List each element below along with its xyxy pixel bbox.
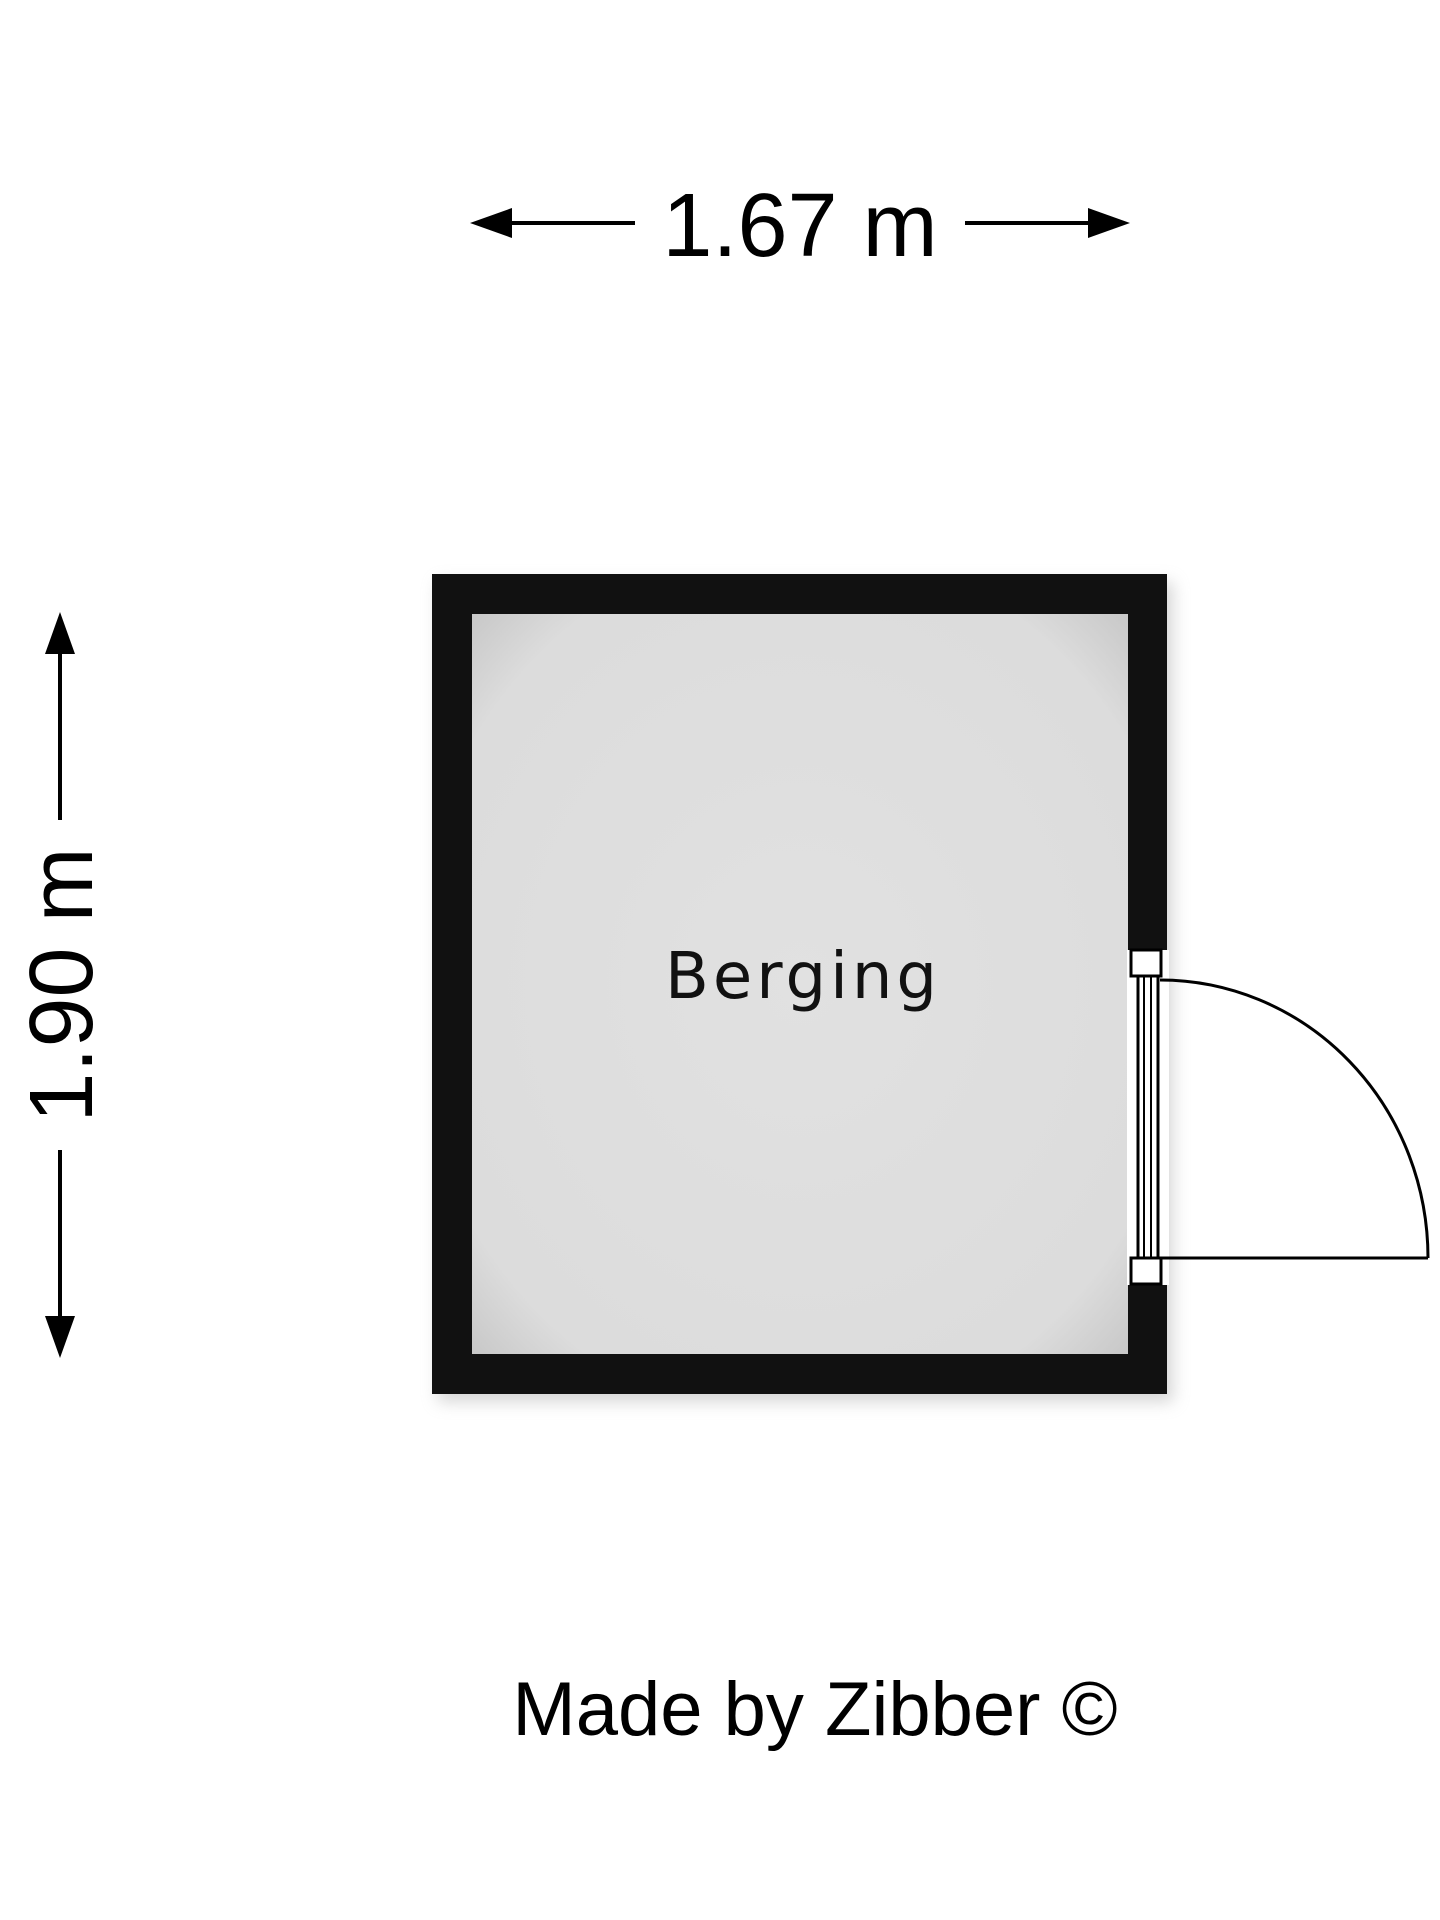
door-panel — [1136, 974, 1160, 1260]
height-label: 1.90 m — [12, 847, 112, 1122]
width-arrow-right-head — [1088, 208, 1130, 238]
height-dimension: 1.90 m — [12, 612, 112, 1358]
height-arrow-top-head — [45, 612, 75, 654]
room-label: Berging — [665, 940, 941, 1014]
door-frame-bottom — [1129, 1256, 1163, 1286]
door-frame-top — [1129, 948, 1163, 978]
width-dimension: 1.67 m — [470, 176, 1130, 276]
height-arrow-bottom-head — [45, 1316, 75, 1358]
width-arrow-left-head — [470, 208, 512, 238]
room-berging: Berging — [432, 574, 1430, 1402]
door-swing-arc — [1159, 978, 1430, 1259]
credit-text: Made by Zibber © — [512, 1667, 1117, 1752]
room-floor — [472, 614, 1128, 1354]
width-label: 1.67 m — [662, 176, 937, 276]
